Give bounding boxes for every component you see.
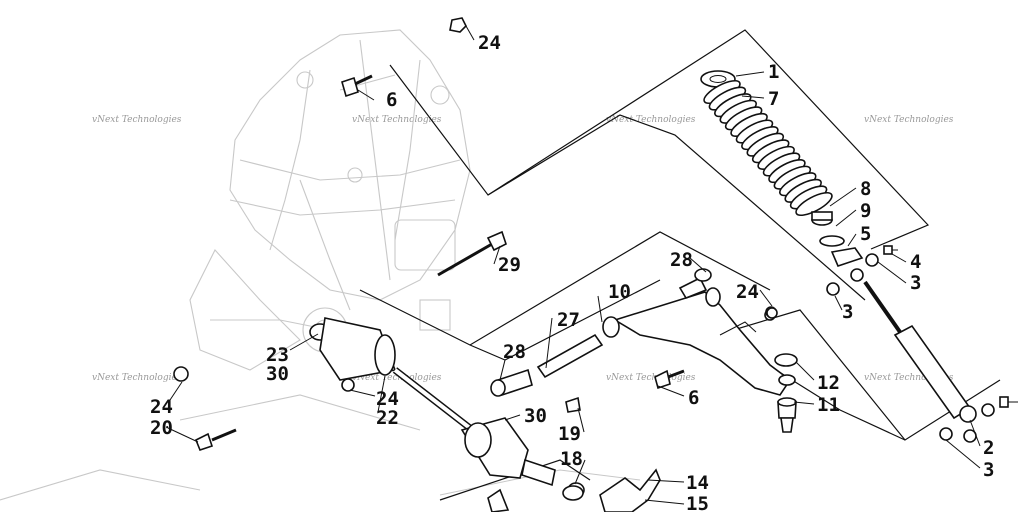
callout-6: 6	[688, 387, 699, 409]
callout-22: 22	[376, 407, 399, 429]
watermark: vNext Technologies	[92, 115, 182, 125]
callout-23: 23	[266, 344, 289, 366]
watermark: vNext Technologies	[352, 115, 442, 125]
callout-14: 14	[686, 472, 709, 494]
callout-5: 5	[860, 223, 871, 245]
callout-11: 11	[817, 394, 840, 416]
callout-15: 15	[686, 493, 709, 512]
bolts-and-nuts	[173, 17, 778, 501]
callout-10: 10	[608, 281, 631, 303]
callout-7: 7	[768, 88, 779, 110]
upper-a-arm	[602, 287, 798, 396]
vehicle-frame-sketch	[0, 29, 641, 501]
pivot-bushings	[490, 268, 777, 397]
callout-8: 8	[860, 178, 871, 200]
coil-spring	[703, 79, 833, 217]
watermarks: vNext Technologies vNext Technologies vN…	[92, 115, 954, 383]
callout-6: 6	[386, 89, 397, 111]
long-bolt	[437, 230, 507, 277]
callout-29: 29	[498, 254, 521, 276]
shock-absorber	[826, 245, 1018, 443]
callout-28: 28	[503, 341, 526, 363]
callout-30: 30	[266, 363, 289, 385]
leader-lines	[167, 25, 981, 505]
callout-9: 9	[860, 200, 871, 222]
watermark: vNext Technologies	[606, 115, 696, 125]
spring-coil-turn	[795, 191, 833, 217]
watermark: vNext Technologies	[92, 373, 182, 383]
callout-12: 12	[817, 372, 840, 394]
callout-3: 3	[842, 301, 853, 323]
ball-joint	[777, 397, 797, 433]
spring-retainer	[811, 211, 864, 267]
callout-24: 24	[150, 396, 173, 418]
watermark: vNext Technologies	[606, 373, 696, 383]
callout-1: 1	[768, 61, 779, 83]
callouts: 24 6 1 7 8 9 5 4 3 3 29 28 10 24 27 28 2…	[150, 32, 994, 512]
callout-4: 4	[910, 251, 921, 273]
callout-2: 2	[983, 437, 994, 459]
callout-20: 20	[150, 417, 173, 439]
knuckle	[487, 468, 661, 512]
callout-28: 28	[670, 249, 693, 271]
callout-24: 24	[478, 32, 501, 54]
callout-24: 24	[736, 281, 759, 303]
watermark: vNext Technologies	[864, 373, 954, 383]
callout-18: 18	[560, 448, 583, 470]
callout-27: 27	[557, 309, 580, 331]
watermark: vNext Technologies	[864, 115, 954, 125]
watermark: vNext Technologies	[352, 373, 442, 383]
callout-30: 30	[524, 405, 547, 427]
callout-24: 24	[376, 388, 399, 410]
callout-3: 3	[983, 459, 994, 481]
callout-3: 3	[910, 272, 921, 294]
callout-19: 19	[558, 423, 581, 445]
